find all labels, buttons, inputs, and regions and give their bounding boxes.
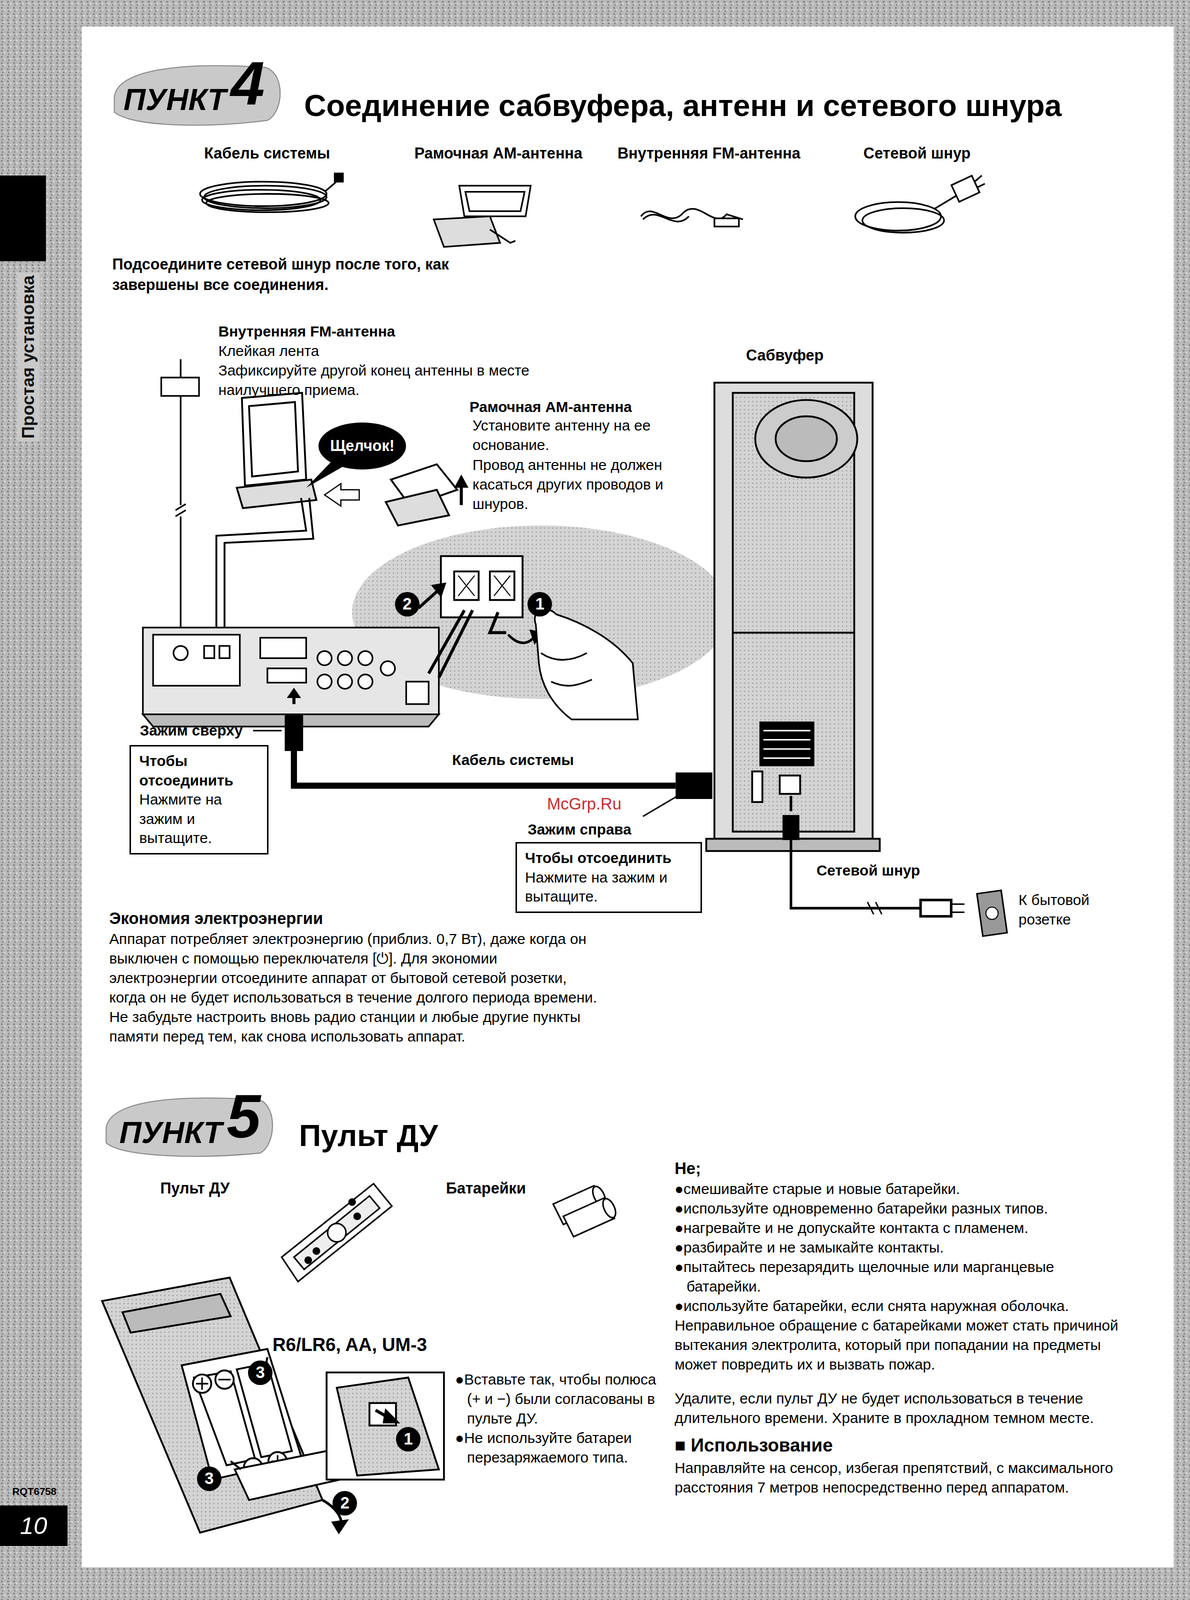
page-number: 10 — [0, 1505, 68, 1547]
part-name: Зажим справа — [527, 819, 631, 839]
callout-number: 3 — [248, 1360, 273, 1385]
bullet-item: ●Вставьте так, чтобы полюса (+ и −) были… — [455, 1369, 659, 1428]
part-name: Рамочная АМ-антенна — [414, 143, 583, 163]
text-column: Не;●смешивайте старые и новые батарейки.… — [674, 1157, 1132, 1497]
part-name: Сабвуфер — [746, 345, 824, 365]
step-word: ПУНКТ — [119, 1112, 222, 1153]
note-box: Чтобы отсоединитьНажмите на зажим и выта… — [515, 842, 703, 913]
section-tab: Простая установка — [8, 255, 49, 459]
part-name: Внутренняя FM-антенна — [617, 143, 801, 163]
part-name: Зажим сверху — [140, 720, 243, 740]
section-title: Пульт ДУ — [299, 1115, 438, 1156]
instruction: Зафиксируйте другой конец антенны в мест… — [218, 360, 530, 400]
step-word: ПУНКТ — [123, 79, 226, 120]
box-heading: 10 — [20, 1510, 47, 1542]
bullet-item: ●Не используйте батареи перезаряжаемого … — [455, 1428, 659, 1467]
section-heading: ■ Использование — [674, 1433, 1132, 1458]
paragraph: Удалите, если пульт ДУ не будет использо… — [674, 1388, 1132, 1428]
page-title: Соединение сабвуфера, антенн и сетевого … — [304, 85, 1062, 126]
callout-number: 2 — [332, 1491, 357, 1516]
note: Подсоедините сетевой шнур после того, ка… — [112, 254, 450, 295]
box-heading: Чтобы отсоединить — [525, 848, 693, 868]
part-name: Клейкая лента — [218, 341, 319, 361]
bullet-item: ●используйте батарейки, если снята наруж… — [674, 1296, 1132, 1316]
watermark: McGrp.Ru — [547, 793, 622, 815]
part-name: Пульт ДУ — [160, 1178, 230, 1198]
bullet-item: ●нагревайте и не допускайте контакта с п… — [674, 1218, 1132, 1238]
part-name: Внутренняя FM-антенна — [218, 321, 396, 341]
document-code: RQT6758 — [12, 1485, 56, 1499]
instruction: Установите антенну на ее основание. — [472, 415, 697, 455]
bullet-item: ●используйте одновременно батарейки разн… — [674, 1198, 1132, 1218]
bullet-item: ●пытайтесь перезарядить щелочные или мар… — [674, 1257, 1132, 1296]
text-column: Экономия электроэнергииАппарат потребляе… — [109, 907, 599, 1046]
box-heading: Чтобы отсоединить — [139, 751, 259, 790]
part-name: Рамочная АМ-антенна — [469, 397, 632, 417]
part-name: Кабель системы — [204, 143, 330, 163]
callout-number: 2 — [395, 592, 420, 617]
part-name: Батарейки — [446, 1178, 526, 1198]
paragraph: Направляйте на сенсор, избегая препятств… — [674, 1458, 1132, 1497]
speech-bubble: Щелчок! — [318, 422, 407, 470]
step-number: 4 — [230, 53, 265, 114]
part-name: Сетевой шнур — [863, 143, 971, 163]
step-number: 5 — [226, 1086, 261, 1147]
instruction: Провод антенны не должен касаться других… — [472, 455, 687, 514]
bullet-item: ●разбирайте и не замыкайте контакты. — [674, 1237, 1132, 1257]
text-column: ●Вставьте так, чтобы полюса (+ и −) были… — [455, 1369, 659, 1467]
callout-number: 1 — [527, 592, 552, 617]
part-name: Сетевой шнур — [816, 860, 920, 880]
paragraph: Неправильное обращение с батарейками мож… — [674, 1315, 1132, 1374]
part-name: К бытовой розетке — [1018, 890, 1131, 929]
callout-number: 3 — [197, 1466, 222, 1491]
callout-number: 1 — [396, 1427, 421, 1452]
section-heading: Не; — [674, 1157, 1132, 1179]
box-text: Нажмите на зажим и вытащите. — [139, 790, 259, 848]
part-name: Кабель системы — [452, 750, 574, 770]
paragraph: Аппарат потребляет электроэнергию (прибл… — [109, 929, 599, 1007]
box-heading: Простая установка — [17, 272, 40, 442]
box-text: Нажмите на зажим и вытащите. — [525, 868, 693, 907]
bullet-item: ●смешивайте старые и новые батарейки. — [674, 1179, 1132, 1199]
battery-type: R6/LR6, AA, UM-3 — [272, 1333, 427, 1357]
paragraph: Не забудьте настроить вновь радио станци… — [109, 1007, 599, 1046]
note-box: Чтобы отсоединитьНажмите на зажим и выта… — [129, 745, 269, 855]
box-heading: Щелчок! — [330, 436, 395, 456]
